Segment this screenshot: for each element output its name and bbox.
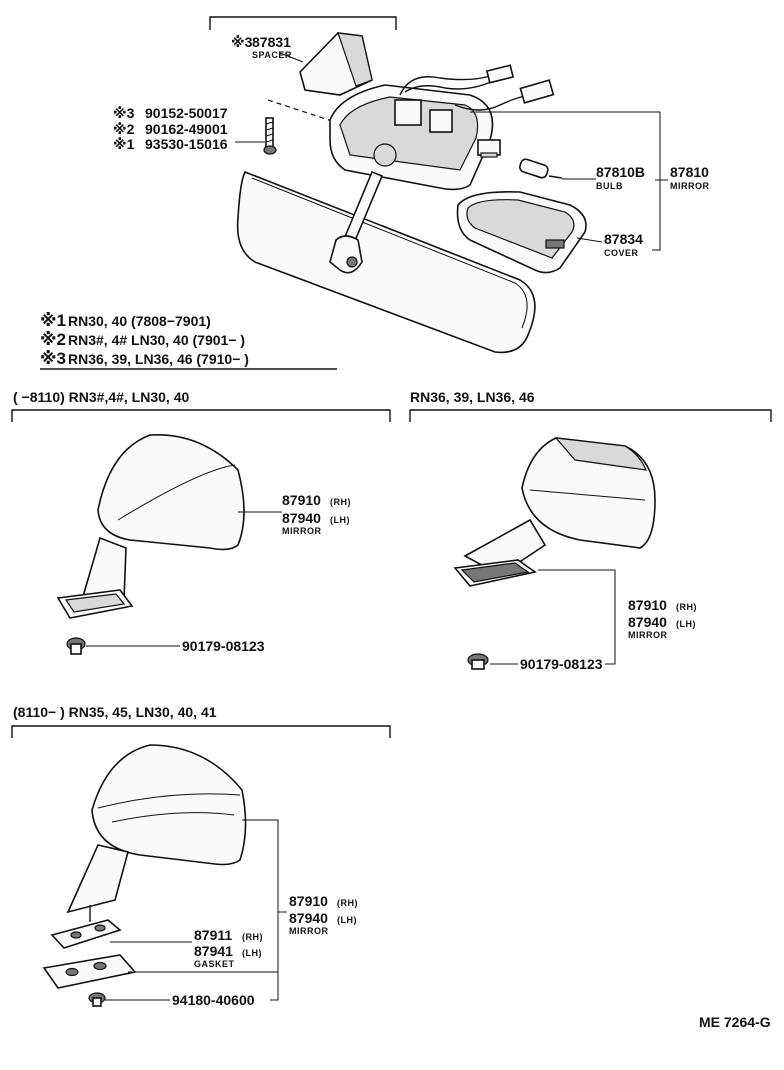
screw-guide-line <box>267 99 336 123</box>
section-2-lh-tag: (LH) <box>676 619 696 629</box>
section-3-gasket-rh-tag: (RH) <box>242 932 263 942</box>
section-2-rh-tag: (RH) <box>676 602 697 612</box>
section-3-gasket-lh: 87941 <box>194 943 233 959</box>
diagram-code: ME 7264-G <box>699 1014 771 1030</box>
section-1-mirror-label: MIRROR <box>282 526 322 536</box>
screw-part-3 <box>88 992 106 1007</box>
note-mark-3: ※3 <box>40 349 66 368</box>
screw-mark-1: ※3 <box>113 105 135 121</box>
mirror-label: MIRROR <box>670 181 710 191</box>
cover-part-number: 87834 <box>604 231 643 247</box>
section-2-mirror-rh: 87910 <box>628 597 667 613</box>
outside-mirror-part-1 <box>56 433 245 619</box>
bulb-part-number: 87810B <box>596 164 645 180</box>
section-1-mirror-lh: 87940 <box>282 510 321 526</box>
section-2: RN36, 39, LN36, 46 87910 (RH) 87940 (LH)… <box>409 389 772 672</box>
nut-part-2 <box>467 653 489 670</box>
outside-mirror-part-3 <box>66 744 247 922</box>
bulb-part <box>519 158 563 179</box>
section-2-mirror-label: MIRROR <box>628 630 668 640</box>
screw-part-number-2: 90162-49001 <box>145 121 228 137</box>
note-text-2: RN3#, 4# LN30, 40 (7901− ) <box>68 332 245 348</box>
note-mark-1: ※1 <box>40 311 66 330</box>
screw-mark-3: ※1 <box>113 136 135 152</box>
section-3-mirror-label: MIRROR <box>289 926 329 936</box>
screw-mark-2: ※2 <box>113 121 135 137</box>
bulb-label: BULB <box>596 181 623 191</box>
section-3-title: (8110− ) RN35, 45, LN30, 40, 41 <box>13 704 217 720</box>
nut-part-1 <box>66 637 86 655</box>
spacer-mark: ※3 <box>231 34 253 50</box>
section-3: (8110− ) RN35, 45, LN30, 40, 41 <box>11 704 391 1008</box>
screw-part-number-1: 90152-50017 <box>145 105 228 121</box>
spacer-part-number: 87831 <box>252 34 291 50</box>
section-3-rh-tag: (RH) <box>337 898 358 908</box>
section-3-gasket-rh: 87911 <box>194 927 232 943</box>
section-3-mirror-lh: 87940 <box>289 910 328 926</box>
section-3-screw: 94180-40600 <box>172 992 255 1008</box>
spacer-label: SPACER <box>252 50 292 60</box>
room-mirror-part <box>236 170 536 354</box>
section-1-rh-tag: (RH) <box>330 497 351 507</box>
note-mark-2: ※2 <box>40 330 66 349</box>
spacer-part <box>299 32 373 96</box>
cover-part <box>456 190 587 274</box>
gasket-part <box>50 919 122 949</box>
section-1-screw: 90179-08123 <box>182 638 265 654</box>
note-text-3: RN36, 39, LN36, 46 (7910− ) <box>68 351 249 367</box>
footnotes: ※1 RN30, 40 (7808−7901) ※2 RN3#, 4# LN30… <box>40 311 337 370</box>
cover-label: COVER <box>604 248 639 258</box>
note-text-1: RN30, 40 (7808−7901) <box>68 313 211 329</box>
section-3-gasket-label: GASKET <box>194 959 235 969</box>
section-3-lh-tag: (LH) <box>337 915 357 925</box>
mirror-base-part <box>329 64 555 191</box>
section-3-gasket-lh-tag: (LH) <box>242 948 262 958</box>
section-2-title: RN36, 39, LN36, 46 <box>410 389 535 405</box>
room-mirror-assembly: ※3 87831 SPACER ※3 90152-50017 ※2 90162-… <box>113 16 710 354</box>
section-1-lh-tag: (LH) <box>330 515 350 525</box>
section-1-title: ( −8110) RN3#,4#, LN30, 40 <box>13 389 189 405</box>
base-plate-part <box>42 954 137 989</box>
section-1: ( −8110) RN3#,4#, LN30, 40 87910 (RH) 87… <box>11 389 391 655</box>
section-1-mirror-rh: 87910 <box>282 492 321 508</box>
section-2-screw: 90179-08123 <box>520 656 603 672</box>
screw-part-number-3: 93530-15016 <box>145 136 228 152</box>
section-2-mirror-lh: 87940 <box>628 614 667 630</box>
mirror-part-number: 87810 <box>670 164 709 180</box>
outside-mirror-part-2 <box>453 437 656 587</box>
screw-part <box>263 117 277 155</box>
section-3-mirror-rh: 87910 <box>289 893 328 909</box>
